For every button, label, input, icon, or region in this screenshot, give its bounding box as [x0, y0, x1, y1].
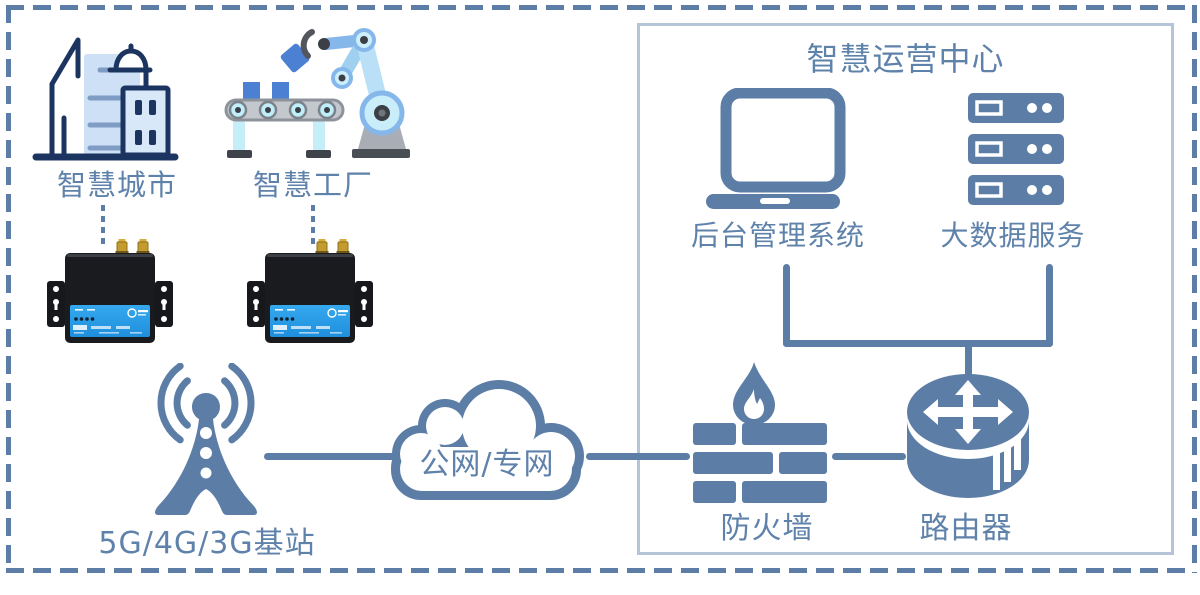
connector-bus-router [965, 340, 972, 378]
outer-dashed-border-left [6, 5, 11, 573]
connector-backend-down [783, 264, 790, 347]
firewall-label: 防火墙 [720, 511, 814, 546]
cellular-router-device-1 [47, 239, 173, 343]
connector-cloud-firewall [586, 453, 690, 460]
backend-system-label: 后台管理系统 [690, 219, 865, 252]
ops-center-box [637, 23, 1174, 555]
laptop-icon [706, 88, 846, 209]
cellular-router-device-2 [247, 239, 373, 343]
outer-dashed-border-top [6, 5, 1194, 10]
router-label: 路由器 [919, 511, 1013, 546]
network-cloud-icon [391, 380, 584, 500]
factory-robot-arm-icon [224, 28, 410, 158]
dashed-connector-factory-device [311, 205, 315, 247]
dashed-connector-city-device [101, 205, 105, 247]
smart-factory-label: 智慧工厂 [252, 168, 373, 202]
bigdata-service-label: 大数据服务 [940, 219, 1086, 252]
firewall-brick-flame-icon [693, 362, 827, 503]
network-cloud-label: 公网/专网 [419, 447, 555, 482]
ops-center-title: 智慧运营中心 [806, 40, 1005, 78]
outer-dashed-border-right [1192, 5, 1197, 573]
connector-bigdata-down [1046, 264, 1053, 347]
base-station-label: 5G/4G/3G基站 [98, 526, 316, 561]
outer-dashed-border-bottom [6, 568, 1194, 573]
smart-city-label: 智慧城市 [56, 168, 177, 202]
base-station-tower-icon [155, 363, 257, 515]
connector-tower-cloud [264, 453, 396, 460]
connector-firewall-router [832, 453, 906, 460]
city-buildings-icon [32, 37, 179, 161]
connector-horizontal-bus [783, 340, 1053, 347]
router-cylinder-icon [907, 374, 1029, 498]
server-rack-icon [968, 93, 1064, 205]
